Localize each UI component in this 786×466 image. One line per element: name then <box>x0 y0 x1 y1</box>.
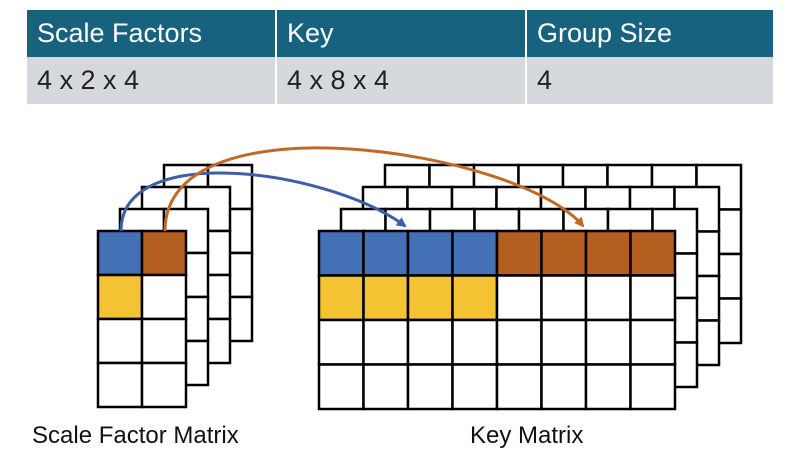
key-matrix-cell <box>584 274 632 322</box>
scale-factor-matrix-label: Scale Factor Matrix <box>32 422 239 449</box>
key-matrix-cell <box>317 318 365 366</box>
table-header-row: Scale Factors Key Group Size <box>27 10 773 57</box>
arrows <box>119 146 585 232</box>
key-matrix-cell <box>317 274 365 322</box>
key-matrix-cell <box>540 229 588 277</box>
key-matrix-label: Key Matrix <box>470 422 584 449</box>
value-key: 4 x 8 x 4 <box>275 57 526 104</box>
key-matrix-cell <box>629 229 677 277</box>
key-matrix-cell <box>495 274 543 322</box>
key-matrix-cell <box>584 229 632 277</box>
key-matrix-cell <box>584 363 632 411</box>
key-matrix-cell <box>362 229 410 277</box>
key-matrix-cell <box>406 274 454 322</box>
value-scale-factors: 4 x 2 x 4 <box>27 57 276 104</box>
value-group-size: 4 <box>525 57 773 104</box>
key-matrix-cell <box>406 318 454 366</box>
key-matrix-cell <box>540 363 588 411</box>
scale-matrix-cell <box>140 361 188 409</box>
key-matrix <box>317 163 743 411</box>
scale-matrix-cell <box>140 317 188 365</box>
blue-arrow <box>119 171 407 232</box>
key-matrix-cell <box>584 318 632 366</box>
key-matrix-cell <box>629 274 677 322</box>
key-matrix-cell <box>362 363 410 411</box>
key-matrix-cell <box>629 318 677 366</box>
scale-matrix-cell <box>96 273 144 321</box>
key-matrix-cell <box>362 274 410 322</box>
key-matrix-cell <box>362 318 410 366</box>
scale-matrix-cell <box>140 229 188 277</box>
orange-arrow <box>163 146 585 232</box>
header-scale-factors: Scale Factors <box>27 10 276 57</box>
scale-matrix-cell <box>96 317 144 365</box>
scale-matrix-cell <box>140 273 188 321</box>
key-matrix-cell <box>451 229 499 277</box>
table-row: 4 x 2 x 4 4 x 8 x 4 4 <box>27 57 773 104</box>
key-matrix-cell <box>406 229 454 277</box>
key-matrix-cell <box>451 274 499 322</box>
key-matrix-cell <box>495 229 543 277</box>
scale-factor-matrix <box>96 163 254 409</box>
key-matrix-cell <box>317 229 365 277</box>
info-table: Scale Factors Key Group Size 4 x 2 x 4 4… <box>27 10 773 104</box>
header-key: Key <box>275 10 526 57</box>
key-matrix-cell <box>451 363 499 411</box>
key-matrix-cell <box>540 318 588 366</box>
key-matrix-cell <box>629 363 677 411</box>
header-group-size: Group Size <box>525 10 773 57</box>
key-matrix-cell <box>317 363 365 411</box>
key-matrix-cell <box>451 318 499 366</box>
key-matrix-cell <box>495 363 543 411</box>
key-matrix-cell <box>406 363 454 411</box>
scale-matrix-cell <box>96 229 144 277</box>
key-matrix-cell <box>540 274 588 322</box>
scale-matrix-cell <box>96 361 144 409</box>
key-matrix-cell <box>495 318 543 366</box>
